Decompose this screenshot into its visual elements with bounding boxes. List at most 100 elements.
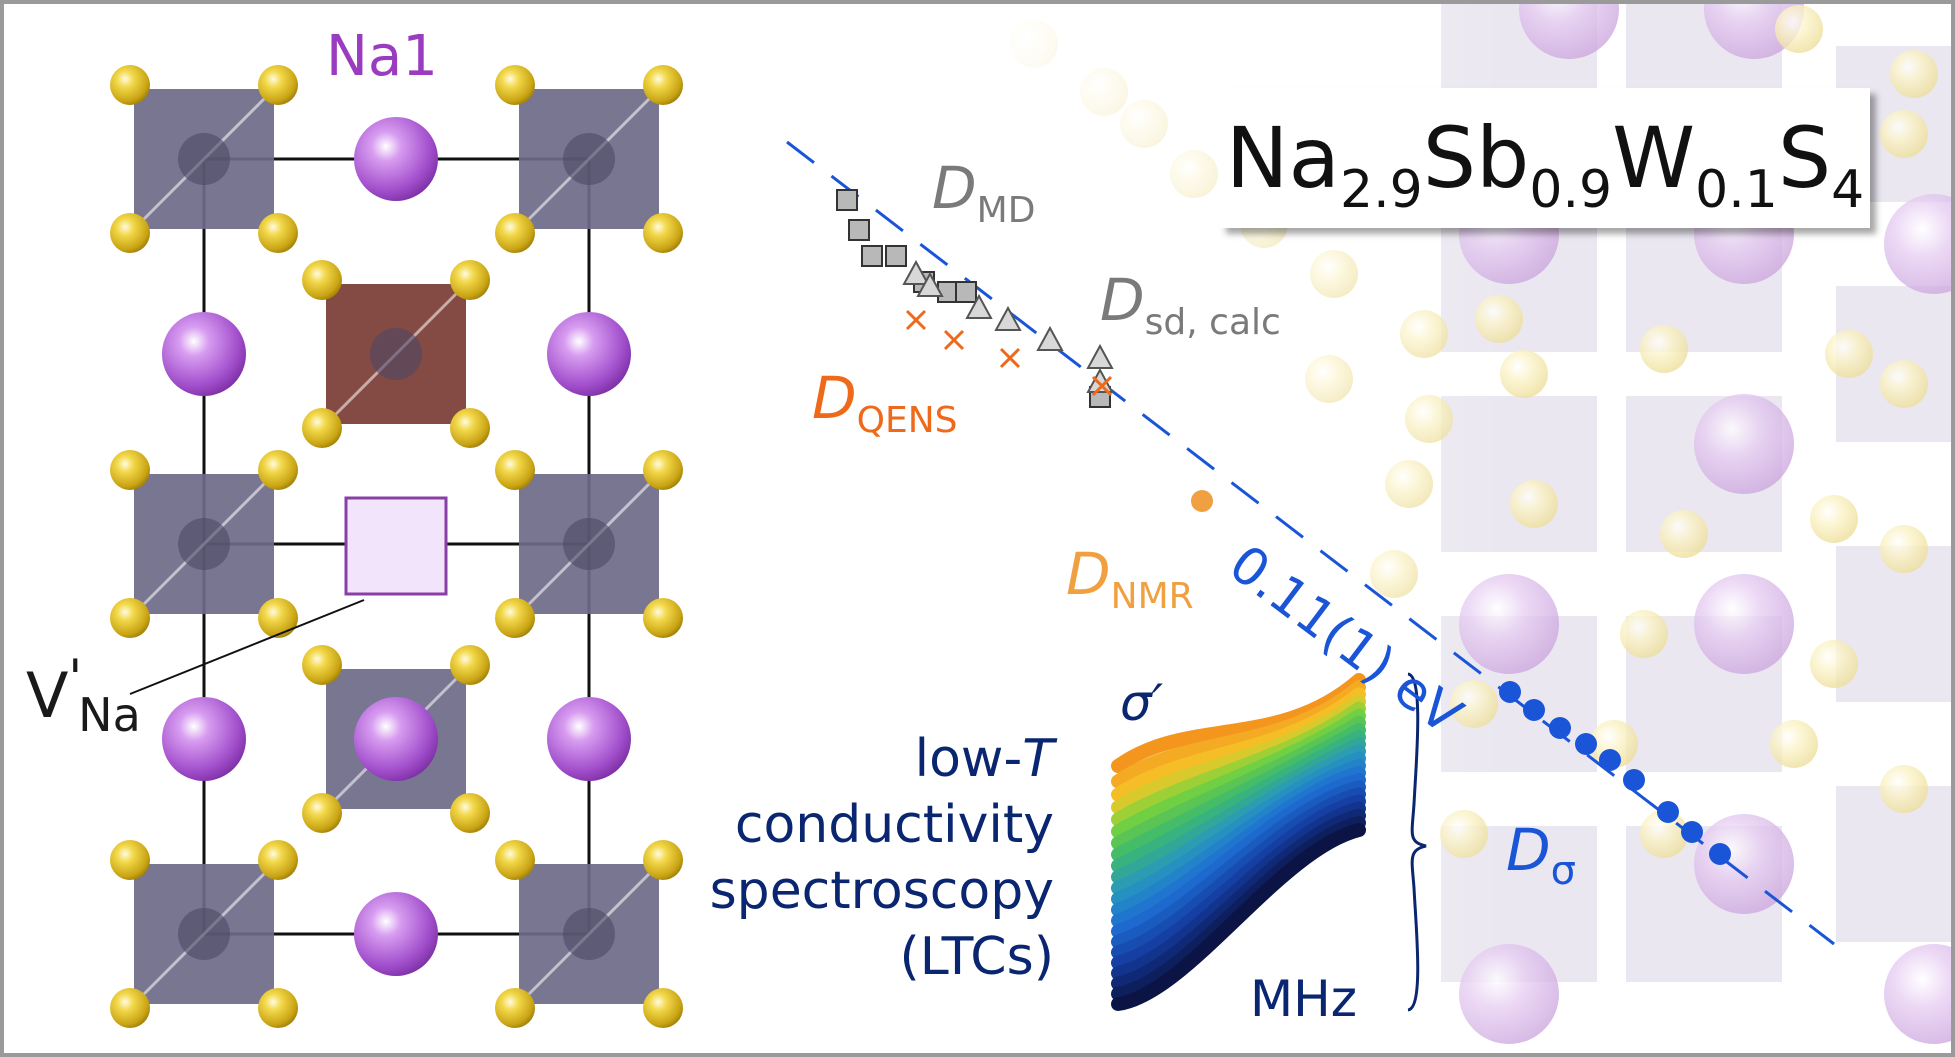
sd-calc-triangle-marker	[916, 271, 944, 297]
s-atom	[302, 408, 342, 448]
s-atom	[643, 65, 683, 105]
cross-stroke	[905, 309, 927, 331]
sd-calc-triangle-marker	[965, 293, 993, 319]
octahedron-center-atom	[370, 328, 422, 380]
w-octahedron	[302, 260, 490, 448]
conductivity-dot-marker	[1709, 843, 1731, 865]
sb-octahedron	[495, 840, 683, 1028]
sd-calc-triangle-marker	[902, 259, 930, 285]
conductivity-dot-marker	[1623, 769, 1645, 791]
s-atom	[258, 65, 298, 105]
s-atom	[110, 213, 150, 253]
md-square-marker	[885, 245, 907, 267]
s-atom	[110, 598, 150, 638]
sigma-prime-label: σ′	[1120, 674, 1164, 732]
bg-s-atom	[1880, 360, 1928, 408]
sb-octahedron	[495, 450, 683, 638]
md-square-marker	[836, 189, 858, 211]
qens-cross-marker	[905, 309, 927, 331]
vacancy-subscript: Na	[78, 688, 141, 742]
s-atom	[302, 260, 342, 300]
octahedron-center-atom	[563, 133, 615, 185]
formula-s: S4	[1777, 109, 1865, 220]
bg-na-atom	[1519, 4, 1619, 59]
s-atom	[495, 450, 535, 490]
bg-s-atom	[1825, 330, 1873, 378]
bg-na-atom	[1694, 394, 1794, 494]
bg-s-atom	[1620, 610, 1668, 658]
qens-cross-marker	[1091, 375, 1113, 397]
s-atom	[450, 645, 490, 685]
vacancy-leader-line	[129, 599, 365, 695]
octahedron-center-atom	[563, 908, 615, 960]
sb-octahedron	[110, 450, 298, 638]
qens-cross-marker	[999, 347, 1021, 369]
s-atom	[495, 65, 535, 105]
conductivity-dot-marker	[1549, 717, 1571, 739]
bg-s-atom	[1880, 525, 1928, 573]
s-atom	[110, 988, 150, 1028]
vacancy-square	[344, 496, 448, 596]
octahedron-center-atom	[178, 133, 230, 185]
bg-na-atom	[1884, 194, 1951, 294]
d-md-label: DMD	[932, 154, 1036, 231]
bg-s-atom	[1810, 640, 1858, 688]
conductivity-spectrum-curve	[1111, 823, 1366, 1011]
bg-s-atom	[1640, 325, 1688, 373]
s-atom	[643, 988, 683, 1028]
na-atom-center	[354, 697, 438, 781]
s-atom	[643, 213, 683, 253]
na1-label: Na1	[326, 24, 438, 89]
ltcs-line-2: conductivity	[734, 795, 1054, 855]
bg-s-atom	[1775, 5, 1823, 53]
s-atom	[302, 645, 342, 685]
bg-octahedron	[1836, 546, 1951, 702]
s-atom	[258, 213, 298, 253]
ltcs-line-3: spectroscopy	[709, 861, 1054, 921]
formula-na: Na2.9	[1225, 109, 1423, 220]
na-atom	[162, 697, 246, 781]
bg-na-atom	[1694, 574, 1794, 674]
sb-octahedron	[110, 840, 298, 1028]
s-atom	[495, 598, 535, 638]
formula-sb: Sb0.9	[1422, 109, 1613, 220]
s-atom	[643, 598, 683, 638]
conductivity-dot-marker	[1681, 821, 1703, 843]
na-atom	[547, 312, 631, 396]
curly-brace-icon	[1407, 672, 1427, 1012]
conductivity-dot-marker	[1657, 801, 1679, 823]
na1-atom	[354, 117, 438, 201]
sd-calc-triangle-marker	[994, 305, 1022, 331]
bg-s-atom	[1810, 495, 1858, 543]
s-atom	[110, 450, 150, 490]
na-atom	[547, 697, 631, 781]
bg-na-atom	[1694, 814, 1794, 914]
s-atom	[495, 988, 535, 1028]
s-atom	[302, 793, 342, 833]
md-square-marker	[861, 245, 883, 267]
conductivity-dot-marker	[1523, 699, 1545, 721]
bg-s-atom	[1890, 50, 1938, 98]
md-square-marker	[955, 281, 977, 303]
bg-s-atom	[1660, 510, 1708, 558]
bg-na-atom	[1884, 944, 1951, 1044]
bg-s-atom	[1500, 350, 1548, 398]
formula-w: W0.1	[1612, 109, 1778, 220]
s-atom	[495, 213, 535, 253]
vacancy-prime: '	[68, 649, 83, 707]
cross-stroke	[943, 329, 965, 351]
s-atom	[495, 840, 535, 880]
conductivity-dot-marker	[1599, 749, 1621, 771]
s-atom	[258, 988, 298, 1028]
bg-s-atom	[1770, 720, 1818, 768]
qens-cross-marker	[943, 329, 965, 351]
octahedron-center-atom	[563, 518, 615, 570]
sb-octahedron	[495, 65, 683, 253]
ltcs-line-4: (LTCs)	[899, 927, 1054, 987]
d-sigma-label: Dσ	[1506, 816, 1577, 894]
md-square-marker	[848, 219, 870, 241]
bg-s-atom	[1510, 480, 1558, 528]
s-atom	[450, 260, 490, 300]
